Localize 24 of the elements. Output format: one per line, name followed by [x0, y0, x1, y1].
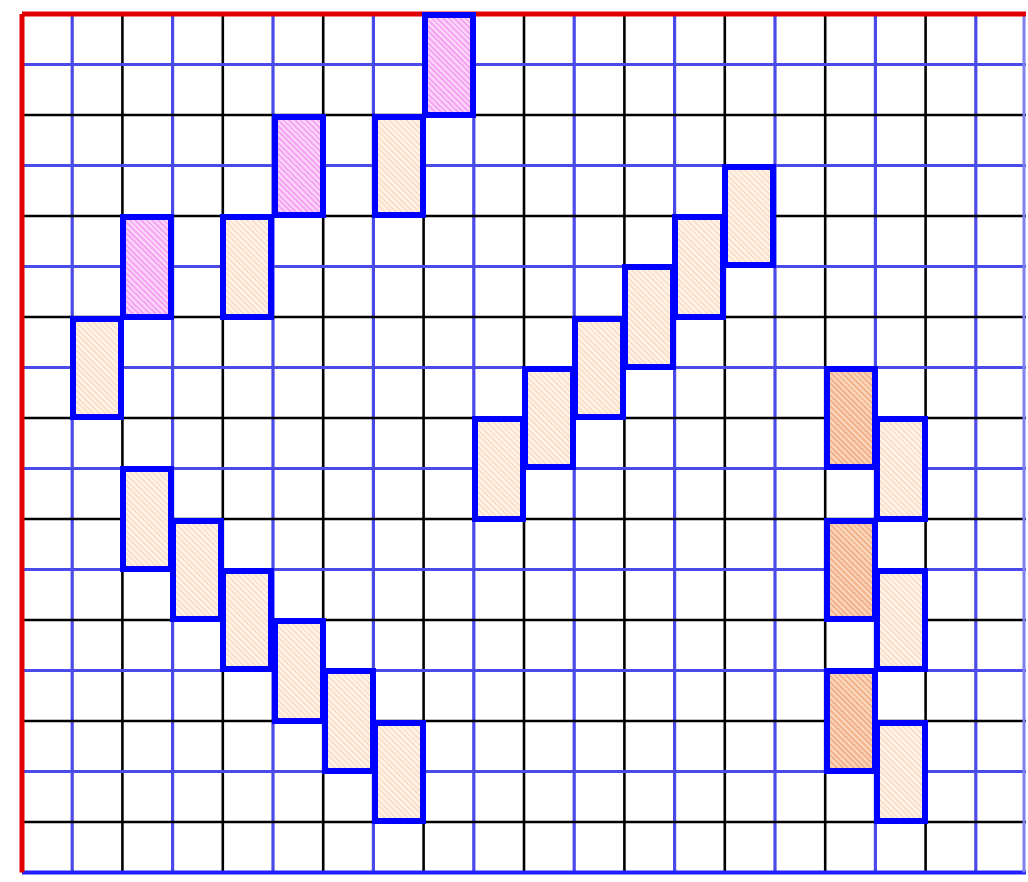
shaded-bar: [371, 113, 426, 218]
shaded-bar: [271, 113, 326, 218]
shaded-bar: [321, 668, 376, 774]
shaded-bar: [421, 12, 476, 117]
shaded-bar: [271, 618, 326, 723]
shaded-bar: [70, 315, 125, 420]
shaded-bar: [120, 214, 175, 319]
shaded-bar: [471, 416, 526, 521]
shaded-bar: [220, 214, 275, 319]
shaded-bar: [823, 365, 878, 471]
shaded-bar: [120, 466, 175, 572]
shaded-bar: [170, 517, 225, 622]
shaded-bar: [823, 517, 878, 622]
shaded-bar: [672, 214, 727, 319]
shaded-bar: [722, 163, 777, 269]
shaded-bar: [220, 567, 275, 673]
shaded-bar: [622, 264, 677, 370]
shaded-bar: [371, 719, 426, 824]
shaded-bar: [823, 668, 878, 774]
shaded-bar: [873, 719, 928, 824]
shaded-bar: [522, 365, 577, 471]
shaded-bar: [873, 416, 928, 521]
shaded-bar: [572, 315, 627, 420]
shaded-bar: [873, 567, 928, 673]
